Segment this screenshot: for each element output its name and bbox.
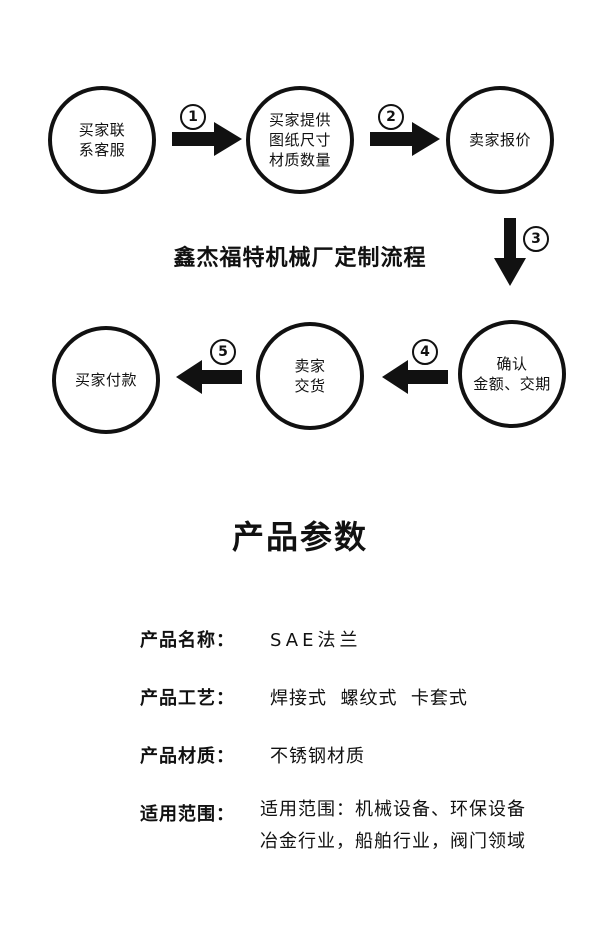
process-title: 鑫杰福特机械厂定制流程 xyxy=(173,246,427,271)
arrow-left-icon xyxy=(176,360,242,394)
step-number-5: 5 xyxy=(210,339,236,365)
step-number-2: 2 xyxy=(378,104,404,130)
step-circle-quote: 卖家报价 xyxy=(446,86,554,194)
arrow-left-icon xyxy=(382,360,448,394)
param-label: 产品工艺： xyxy=(140,688,235,709)
step-circle-provide-drawings: 买家提供 图纸尺寸 材质数量 xyxy=(246,86,354,194)
param-value: 焊接式 螺纹式 卡套式 xyxy=(270,688,468,709)
step-circle-contact: 买家联 系客服 xyxy=(48,86,156,194)
param-label: 适用范围： xyxy=(140,804,235,825)
arrow-right-icon xyxy=(370,122,440,156)
step-number-4: 4 xyxy=(412,339,438,365)
params-title: 产品参数 xyxy=(231,518,368,556)
step-number-1: 1 xyxy=(180,104,206,130)
step-text-quote: 卖家报价 xyxy=(468,131,531,149)
arrow-down-icon xyxy=(494,218,526,286)
param-label: 产品名称： xyxy=(140,630,235,651)
param-value: SAE法兰 xyxy=(270,630,362,651)
step-text-deliver: 卖家 交货 xyxy=(294,357,326,395)
step-text-payment: 买家付款 xyxy=(74,371,137,389)
step-number-3: 3 xyxy=(523,226,549,252)
arrow-right-icon xyxy=(172,122,242,156)
param-value: 不锈钢材质 xyxy=(270,746,365,767)
step-circle-confirm: 确认 金额、交期 xyxy=(458,320,566,428)
step-text-confirm: 确认 金额、交期 xyxy=(473,355,551,393)
param-value: 适用范围：机械设备、环保设备 冶金行业，船舶行业，阀门领域 xyxy=(260,799,526,852)
step-text-contact: 买家联 系客服 xyxy=(78,121,126,159)
param-label: 产品材质： xyxy=(140,746,235,767)
step-text-provide-drawings: 买家提供 图纸尺寸 材质数量 xyxy=(268,111,331,169)
step-circle-payment: 买家付款 xyxy=(52,326,160,434)
step-circle-deliver: 卖家 交货 xyxy=(256,322,364,430)
